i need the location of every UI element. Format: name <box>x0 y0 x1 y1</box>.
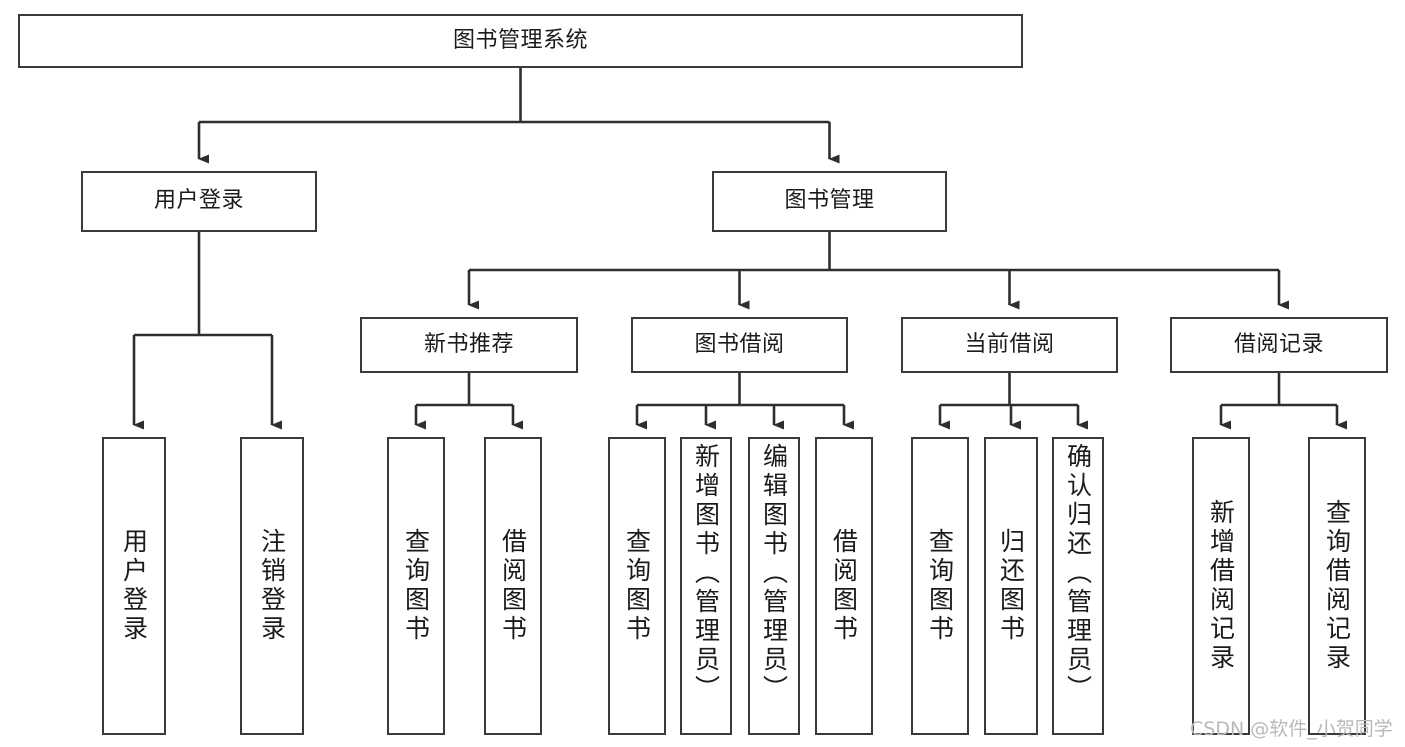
node-leaf-user-login-label: 用户登录 <box>119 528 149 644</box>
node-new-book-recommend[interactable]: 新书推荐 <box>360 317 578 373</box>
node-leaf-add-record-label: 新增借阅记录 <box>1206 499 1236 673</box>
node-leaf-query-book-1-label: 查询图书 <box>401 528 431 644</box>
node-leaf-edit-book-label: 编辑图书（管理员） <box>759 443 789 704</box>
node-leaf-query-book-1[interactable]: 查询图书 <box>387 437 445 735</box>
node-current-borrow-label: 当前借阅 <box>964 331 1055 357</box>
node-new-book-recommend-label: 新书推荐 <box>423 331 514 357</box>
node-leaf-borrow-book-1-label: 借阅图书 <box>498 528 528 644</box>
node-book-borrow-label: 图书借阅 <box>694 331 785 357</box>
node-book-manage-label: 图书管理 <box>784 188 875 214</box>
node-leaf-borrow-book-1[interactable]: 借阅图书 <box>484 437 542 735</box>
node-leaf-query-book-3-label: 查询图书 <box>925 528 955 644</box>
node-leaf-edit-book[interactable]: 编辑图书（管理员） <box>748 437 800 735</box>
node-root-label: 图书管理系统 <box>452 27 588 53</box>
node-borrow-record[interactable]: 借阅记录 <box>1170 317 1388 373</box>
node-leaf-query-book-2[interactable]: 查询图书 <box>608 437 666 735</box>
node-root[interactable]: 图书管理系统 <box>18 14 1023 68</box>
node-leaf-borrow-book-2-label: 借阅图书 <box>829 528 859 644</box>
node-user-login-label: 用户登录 <box>153 188 244 214</box>
node-user-login[interactable]: 用户登录 <box>81 171 317 232</box>
node-leaf-query-record[interactable]: 查询借阅记录 <box>1308 437 1366 735</box>
node-leaf-add-record[interactable]: 新增借阅记录 <box>1192 437 1250 735</box>
node-leaf-query-record-label: 查询借阅记录 <box>1322 499 1352 673</box>
node-current-borrow[interactable]: 当前借阅 <box>901 317 1118 373</box>
node-book-borrow[interactable]: 图书借阅 <box>631 317 848 373</box>
node-leaf-user-login[interactable]: 用户登录 <box>102 437 166 735</box>
node-leaf-borrow-book-2[interactable]: 借阅图书 <box>815 437 873 735</box>
node-leaf-confirm-return[interactable]: 确认归还（管理员） <box>1052 437 1104 735</box>
node-leaf-user-logout-label: 注销登录 <box>257 528 287 644</box>
node-book-manage[interactable]: 图书管理 <box>712 171 947 232</box>
node-leaf-query-book-3[interactable]: 查询图书 <box>911 437 969 735</box>
node-leaf-add-book[interactable]: 新增图书（管理员） <box>680 437 732 735</box>
node-leaf-add-book-label: 新增图书（管理员） <box>691 443 721 704</box>
node-leaf-return-book-label: 归还图书 <box>996 528 1026 644</box>
node-leaf-query-book-2-label: 查询图书 <box>622 528 652 644</box>
node-leaf-return-book[interactable]: 归还图书 <box>984 437 1038 735</box>
node-borrow-record-label: 借阅记录 <box>1233 331 1324 357</box>
node-leaf-user-logout[interactable]: 注销登录 <box>240 437 304 735</box>
watermark-csdn: CSDN @软件_小贺同学 <box>1190 718 1393 740</box>
node-leaf-confirm-return-label: 确认归还（管理员） <box>1063 443 1093 704</box>
